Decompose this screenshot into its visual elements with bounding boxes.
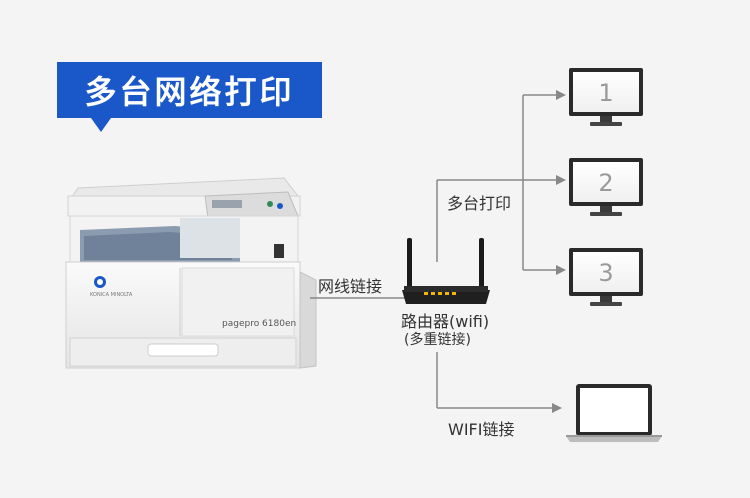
monitor-1-number: 1 (598, 79, 613, 107)
monitor-3: 3 (569, 248, 643, 306)
multi-print-label: 多台打印 (447, 194, 512, 213)
router-icon (402, 238, 490, 304)
wifi-connection-label: WIFI链接 (448, 420, 515, 439)
router-name-label: 路由器(wifi) (401, 312, 490, 331)
monitor-3-number: 3 (598, 259, 613, 287)
laptop-icon (566, 384, 662, 442)
title-text: 多台网络打印 (84, 73, 295, 111)
printer-brand-text: KONICA MINOLTA (90, 292, 133, 298)
monitor-2-number: 2 (598, 169, 613, 197)
printer-illustration: KONICA MINOLTA pagepro 6180en (65, 177, 317, 369)
monitor-1: 1 (569, 68, 643, 126)
title-badge: 多台网络打印 (57, 62, 322, 132)
wired-connection-label: 网线链接 (318, 277, 383, 296)
monitor-2: 2 (569, 158, 643, 216)
printer-model-text: pagepro 6180en (222, 319, 296, 329)
router-subtitle-label: (多重链接) (404, 332, 471, 348)
